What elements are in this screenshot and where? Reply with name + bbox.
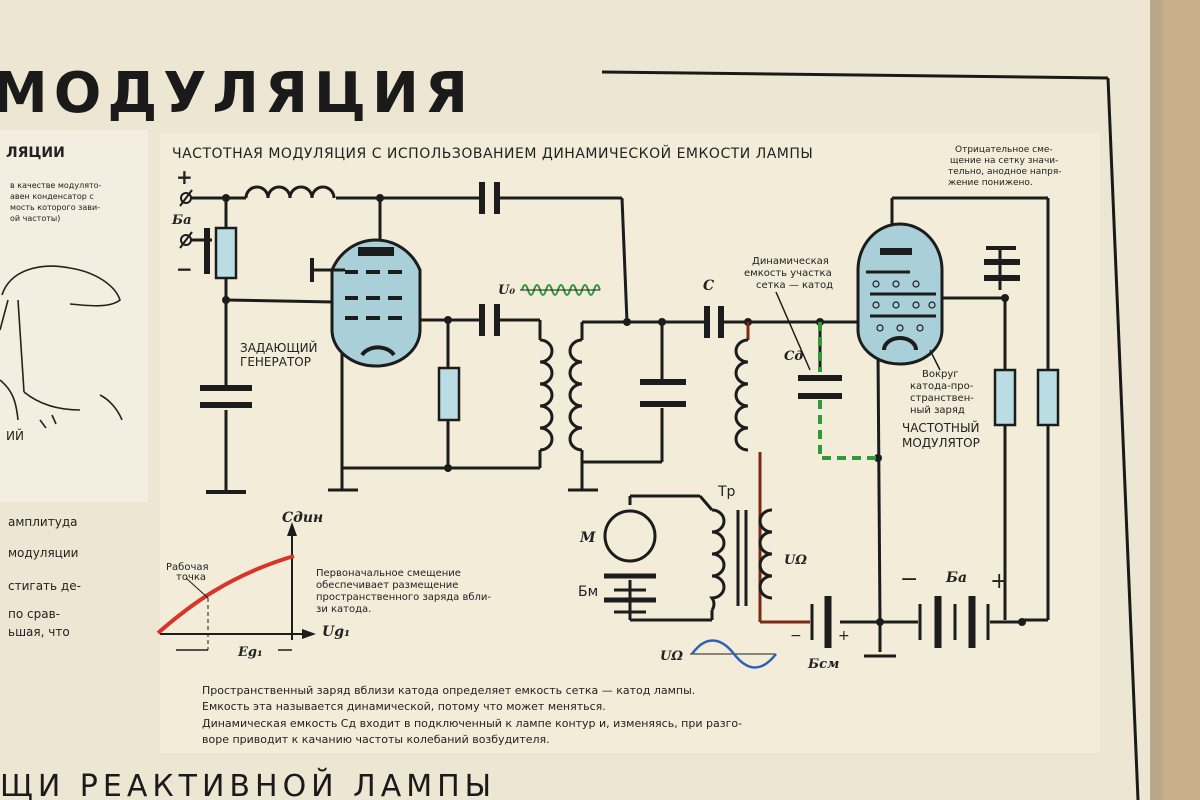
uomega-label: UΩ: [784, 553, 807, 568]
oscillator-tube: [310, 238, 422, 368]
side-text-1: амплитуда: [8, 515, 77, 529]
left-line-1: в качестве модулято-: [10, 181, 102, 190]
switch-bar: [204, 228, 210, 274]
audio-wave: [690, 639, 777, 669]
explanation-line-3: Динамическая емкость Cд входит в подключ…: [202, 717, 742, 730]
graph-note-1: Первоначальное смещение: [316, 568, 461, 579]
left-line-3: мость которого зави-: [10, 203, 100, 212]
coil-tank: [568, 338, 583, 452]
left-cut-label: ИЙ: [6, 428, 24, 443]
c-label: C: [703, 278, 714, 294]
transformer: [709, 508, 773, 611]
space-charge-label-4: ный заряд: [910, 405, 965, 416]
side-text-4: по срав-: [8, 607, 60, 621]
dyn-cap-pointer: [775, 291, 811, 371]
anode-battery: [918, 596, 990, 648]
work-point-label-1: Рабочая: [166, 562, 209, 573]
graph-note-2: обеспечивает размещение: [316, 580, 458, 591]
graph-xlabel: Ug₁: [322, 624, 350, 640]
note-right-line-3: тельно, анодное напря-: [948, 167, 1062, 177]
graph-note-4: зи катода.: [316, 604, 371, 615]
modulator-label-2: МОДУЛЯТОР: [902, 436, 980, 450]
work-point-label-2: точка: [176, 572, 206, 583]
space-charge-label-2: катода-про-: [910, 381, 974, 392]
left-line-4: ой частоты): [10, 214, 60, 223]
uomega-bottom-label: UΩ: [660, 649, 683, 664]
minus-terminal-label: −: [176, 257, 193, 281]
diagram-panel: [160, 133, 1100, 753]
cd-capacitor: [798, 375, 842, 399]
space-charge-label-1: Вокруг: [922, 369, 959, 380]
frame-right-line: [1106, 77, 1140, 800]
microphone-icon: [603, 509, 657, 563]
side-text-3: стигать де-: [8, 579, 81, 593]
wood-edge: [1160, 0, 1200, 800]
battery-plus-right: +: [990, 569, 1008, 594]
explanation-line-1: Пространственный заряд вблизи катода опр…: [202, 684, 695, 697]
m-label: М: [579, 530, 596, 546]
ba-right-label: Ба: [945, 570, 967, 586]
supply-terminals: [179, 189, 193, 249]
tr-label: Тр: [717, 484, 736, 500]
inductor-top: [244, 185, 336, 199]
bm-label: Бм: [578, 584, 598, 600]
frame-top-line: [601, 70, 1109, 80]
carrier-wave: [521, 284, 601, 296]
modulator-label-1: ЧАСТОТНЫЙ: [902, 420, 980, 435]
cd-label: Cд: [784, 349, 803, 364]
note-right-line-4: жение понижено.: [948, 178, 1033, 188]
anode-resistor: [1036, 368, 1060, 427]
explanation-line-4: воре приводит к качанию частоты колебани…: [202, 733, 550, 746]
screen-capacitor: [984, 259, 1020, 281]
dyn-cap-label-3: сетка — катод: [756, 280, 833, 291]
modulator-tube: [856, 222, 944, 366]
note-right-line-2: щение на сетку значи-: [950, 156, 1058, 166]
space-charge-pointer: [929, 349, 941, 371]
bsm-label: Бсм: [807, 657, 839, 672]
diagram-title: ЧАСТОТНАЯ МОДУЛЯЦИЯ С ИСПОЛЬЗОВАНИЕМ ДИН…: [172, 144, 813, 162]
circuit-wires: [190, 196, 1050, 658]
plus-terminal-label: +: [176, 165, 193, 189]
side-text-5: ьшая, что: [8, 625, 70, 639]
coil-modulator: [734, 338, 749, 452]
capacitor-top: [479, 182, 500, 214]
coupling-capacitor: [704, 306, 724, 338]
dyn-cap-label-2: емкость участка: [744, 268, 832, 279]
tank-capacitor: [640, 379, 686, 407]
capacitor-left: [200, 385, 252, 408]
resistor-left: [214, 226, 238, 280]
zad-gen-label-1: ЗАДАЮЩИЙ: [240, 340, 318, 355]
screen-resistor: [993, 368, 1017, 427]
left-panel: [0, 130, 148, 502]
dyn-cap-label-1: Динамическая: [752, 256, 829, 267]
left-line-2: авен конденсатор с: [10, 192, 94, 201]
grid-capacitor: [479, 304, 500, 336]
poster-bottom-title: ЩИ РЕАКТИВНОЙ ЛАМПЫ: [0, 768, 496, 800]
cdyn-graph: [156, 522, 316, 651]
u0-label: U₀: [498, 283, 515, 298]
poster-title: МОДУЛЯЦИЯ: [0, 61, 474, 126]
bsm-plus: +: [838, 628, 850, 644]
soldier-head-drawing: [0, 265, 123, 429]
note-right-line-1: Отрицательное сме-: [955, 145, 1053, 155]
battery-minus-right: −: [900, 567, 918, 592]
mic-battery: [604, 573, 656, 614]
coil-oscillator: [539, 338, 554, 452]
bias-battery: [810, 596, 832, 648]
dynamic-capacity-path: [818, 322, 878, 460]
explanation-line-2: Емкость эта называется динамической, пот…: [202, 700, 606, 713]
side-text-2: модуляции: [8, 546, 78, 560]
eg-label: Eg₁: [237, 645, 263, 660]
left-heading: ЛЯЦИИ: [6, 145, 65, 161]
bsm-minus: −: [790, 628, 802, 644]
graph-ylabel: Cдин: [282, 510, 323, 526]
space-charge-label-3: странствен-: [910, 393, 974, 404]
graph-note-3: пространственного заряда вбли-: [316, 592, 491, 603]
zad-gen-label-2: ГЕНЕРАТОР: [240, 355, 311, 369]
ba-left-label: Ба: [171, 213, 192, 228]
note-right: Отрицательное сме- щение на сетку значи-…: [948, 145, 1062, 188]
grid-resistor: [437, 366, 461, 422]
